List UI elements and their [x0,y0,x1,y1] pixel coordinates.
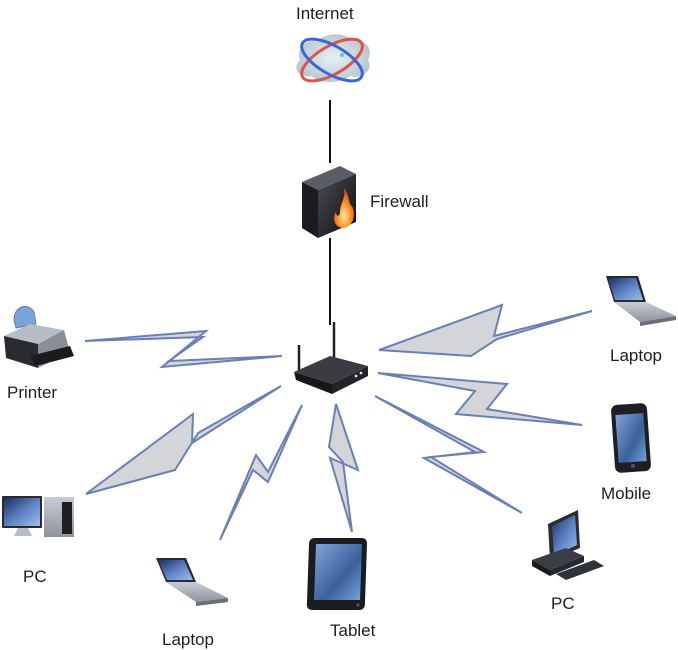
wireless-router-icon[interactable] [294,322,368,394]
desktop-pc-icon[interactable] [2,496,74,537]
pc-left-label: PC [23,567,47,586]
laptop-bottom-label: Laptop [162,630,214,649]
mobile-label: Mobile [601,484,652,503]
printer-label: Printer [7,383,58,402]
firewall-label: Firewall [370,192,429,211]
mobile-phone-icon[interactable] [611,403,652,473]
wireless-link-laptop-right [378,303,593,358]
tablet-icon[interactable] [306,538,368,610]
wireless-link-pc-right [374,395,523,514]
laptop-bottom-icon[interactable] [156,558,228,606]
laptop-right-label: Laptop [610,346,662,365]
printer-icon[interactable] [4,305,74,368]
wireless-link-mobile [377,372,583,426]
wireless-link-printer [84,329,283,369]
wireless-link-pc-left [85,385,282,495]
laptop-right-icon[interactable] [606,276,676,326]
wireless-link-tablet [327,403,360,533]
internet-label: Internet [296,4,354,23]
tablet-label: Tablet [330,621,376,640]
wireless-link-laptop-bottom [219,404,303,541]
internet-cloud-icon[interactable] [296,31,371,89]
firewall-icon[interactable] [302,166,356,238]
pc-right-label: PC [551,594,575,613]
workstation-pc-icon[interactable] [532,510,604,580]
